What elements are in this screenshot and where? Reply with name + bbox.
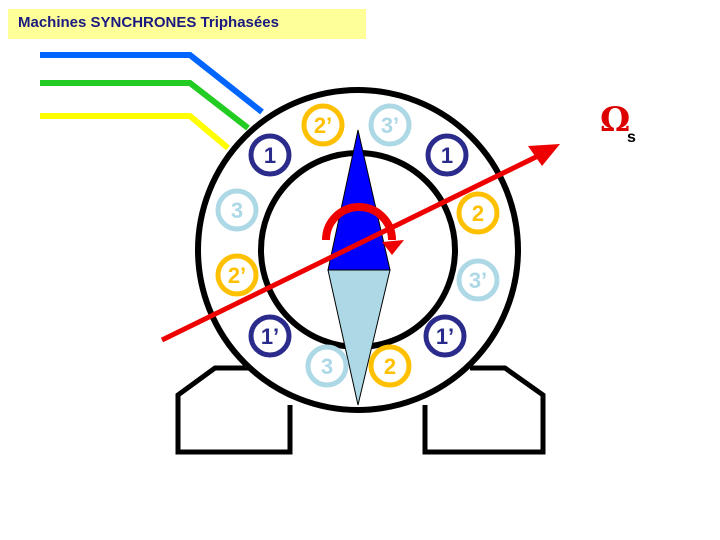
coil-label: 3 (231, 198, 243, 223)
coil-ring (368, 344, 412, 388)
page-title: Machines SYNCHRONES Triphasées (18, 14, 279, 31)
field-axis-arrow (160, 144, 560, 343)
coil-label: 1 (441, 143, 453, 168)
coil-ring (456, 258, 500, 302)
coil-2p-left: 2’ (215, 253, 259, 297)
coil-3-left: 3 (215, 188, 259, 232)
coil-label: 2 (472, 201, 484, 226)
synchronous-speed-subscript: s (627, 129, 636, 146)
coil-ring (215, 188, 259, 232)
coil-1p-bottom-left: 1’ (248, 314, 292, 358)
coil-label: 1 (264, 143, 276, 168)
coil-label: 1’ (436, 324, 454, 349)
coil-ring (305, 344, 349, 388)
synchronous-speed-symbol: Ω (600, 100, 630, 140)
coil-3-bottom: 3 (305, 344, 349, 388)
coil-ring (215, 253, 259, 297)
coil-ring (368, 103, 412, 147)
coil-ring (248, 133, 292, 177)
coil-label: 2’ (314, 113, 332, 138)
coil-ring (425, 133, 469, 177)
coil-label: 3’ (381, 113, 399, 138)
coil-ring (301, 103, 345, 147)
coil-label: 2’ (228, 263, 246, 288)
title-banner: Machines SYNCHRONES Triphasées (8, 9, 366, 39)
coil-2-bottom: 2 (368, 344, 412, 388)
supply-wire-yellow (40, 113, 230, 151)
coil-2-right: 2 (456, 191, 500, 235)
coil-label: 3 (321, 354, 333, 379)
stator-foot-right (422, 365, 546, 455)
coil-ring (423, 314, 467, 358)
coil-2p-top: 2’ (301, 103, 345, 147)
coil-ring (456, 191, 500, 235)
coil-1-top-right: 1 (425, 133, 469, 177)
stator-foot-left (175, 365, 293, 455)
supply-wire-green (40, 80, 250, 131)
coil-ring (248, 314, 292, 358)
coil-3p-top: 3’ (368, 103, 412, 147)
supply-wire-blue (40, 52, 264, 115)
coil-1-top-left: 1 (248, 133, 292, 177)
coil-label: 2 (384, 354, 396, 379)
coil-1p-bottom-right: 1’ (423, 314, 467, 358)
stator-coils: 1 2’ 3’ 1 3 2 2’ 3’ 1’ 3 2 1’ (215, 103, 500, 388)
coil-label: 1’ (261, 324, 279, 349)
coil-3p-right: 3’ (456, 258, 500, 302)
coil-label: 3’ (469, 268, 487, 293)
